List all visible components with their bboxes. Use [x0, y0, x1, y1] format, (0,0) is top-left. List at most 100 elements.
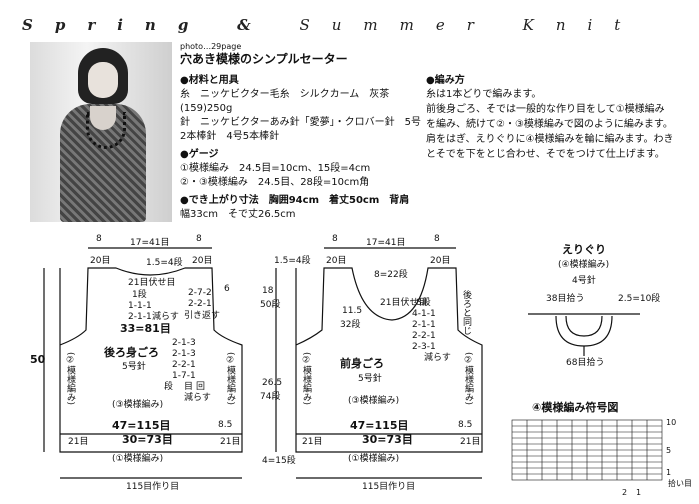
materials-heading: ●材料と用具 — [180, 75, 239, 86]
total-height: 50 — [30, 353, 46, 366]
collar-pattern: (④模様編み) — [558, 260, 610, 270]
front-reduce: 減らす — [424, 353, 451, 363]
back-body-name: 後ろ身ごろ — [104, 346, 159, 359]
back-width-low: 47=115目 — [112, 419, 171, 432]
back-dec-row-3: 2-2-1 — [172, 360, 196, 370]
back-neck-dec: 21目伏せ目 — [128, 278, 176, 288]
back-pattern1: (①模様編み) — [112, 454, 164, 464]
collar-needle: 4号針 — [572, 276, 596, 286]
chart-col-1: 1 — [636, 488, 642, 497]
back-dec-note: 減らす — [184, 393, 211, 403]
model-photo — [30, 42, 172, 222]
method-line-2: 前後身ごろ、そでは一般的な作り目をして①模様編み — [426, 104, 665, 115]
back-pattern2-right: (②模様編み) — [225, 352, 235, 406]
front-neck-row-5: 2-3-1 — [412, 342, 436, 352]
chart-note: 拾い目 — [668, 479, 692, 488]
back-shoulder-st: 20目 — [90, 256, 111, 266]
article-title: 穴あき模様のシンプルセーター — [180, 52, 348, 66]
symbol-chart-grid — [511, 419, 663, 481]
gauge-line-1: ①模様編み 24.5目=10cm、15段=4cm — [180, 163, 371, 174]
front-shoulder-cm-r: 8 — [434, 234, 440, 244]
size-line: 幅33cm そで丈26.5cm — [180, 209, 296, 220]
dim-18: 18 — [262, 286, 274, 296]
materials-line-2: (159)250g — [180, 103, 233, 114]
front-rows-low-r: 21目 — [460, 437, 481, 447]
materials-line-1: 糸 ニッケビクター毛糸 シルクカーム 灰茶 — [180, 89, 390, 100]
method-line-5: とそでを下をとじ合わせ、そでをつけて仕上げます。 — [426, 149, 665, 160]
method-line-3: を編み、続けて②・③模様編みで図のように編みます。 — [426, 119, 673, 130]
size-heading: ●でき上がり寸法 胸囲94cm 着丈50cm 背肩 — [180, 195, 410, 206]
back-neck-depth: 1.5=4段 — [146, 258, 183, 268]
back-dec-step-1: 段 — [164, 382, 174, 392]
back-width-base: 30=73目 — [122, 433, 173, 446]
header-amp: & — [237, 16, 273, 34]
front-neck-depth-b: 32段 — [340, 320, 361, 330]
back-dec-row-4: 1-7-1 — [172, 371, 196, 381]
front-width-low: 47=115目 — [350, 419, 409, 432]
back-shoulder-h: 6 — [224, 284, 230, 294]
necklace — [86, 112, 126, 149]
collar-pick-68: 68目拾う — [566, 358, 605, 368]
front-neck-row-3: 2-1-1 — [412, 320, 436, 330]
front-pattern2-left: (②模様編み) — [301, 352, 311, 406]
dim-4: 4=15段 — [262, 456, 296, 466]
chart-row-1: 1 — [666, 468, 672, 477]
chart-col-2: 2 — [622, 488, 628, 497]
front-pattern3: (③模様編み) — [348, 396, 400, 406]
front-shoulder-st-r: 20目 — [430, 256, 451, 266]
header-spring: Spring — [22, 16, 211, 34]
back-needle: 5号針 — [122, 362, 146, 372]
back-dec-step-3: 回 — [196, 382, 206, 392]
front-neck-depth: 11.5 — [342, 306, 363, 316]
back-pattern3: (③模様編み) — [112, 400, 164, 410]
collar-pick-38: 38目拾う — [546, 294, 585, 304]
collar-inner — [565, 315, 603, 337]
chart-row-5: 5 — [666, 446, 672, 455]
back-rows-low-r: 21目 — [220, 437, 241, 447]
front-body-outline — [295, 267, 483, 453]
front-neck-row-4: 2-2-1 — [412, 331, 436, 341]
back-neck-width: 17=41目 — [130, 238, 170, 248]
front-neck-width: 8=22段 — [374, 270, 408, 280]
back-pattern2-left: (②模様編み) — [65, 352, 75, 406]
back-width-mid: 33=81目 — [120, 322, 171, 335]
back-body-outline — [59, 267, 243, 453]
back-armhole-row-1: 2-7-2 — [188, 288, 212, 298]
materials-line-4: 2本棒針 4号5本棒針 — [180, 131, 280, 142]
back-neck-dec-b: 1段 — [132, 290, 147, 300]
back-return: 引き返す — [184, 311, 221, 321]
dim-26-5: 26.5 — [262, 378, 283, 388]
front-width-base: 30=73目 — [362, 433, 413, 446]
method-line-4: 肩をはぎ、えりぐりに④模様編みを輪に編みます。わき — [426, 134, 674, 145]
header-summer-knit: Summer Knit — [299, 16, 643, 34]
gauge-line-2: ②・③模様編み 24.5目、28段=10cm角 — [180, 177, 370, 188]
dim-18b: 50段 — [260, 300, 281, 310]
back-shoulder-cm-r: 8 — [196, 234, 202, 244]
model-face — [88, 62, 118, 98]
back-rows-low: 21目 — [68, 437, 89, 447]
front-body-name: 前身ごろ — [340, 357, 384, 370]
back-shoulder-cm: 8 — [96, 234, 102, 244]
front-rows-low: 21目 — [302, 437, 323, 447]
collar-depth: 2.5=10段 — [618, 294, 661, 304]
front-pattern1: (①模様編み) — [348, 454, 400, 464]
collar-outline — [555, 315, 613, 347]
magazine-header: Spring & Summer Knit — [22, 16, 682, 38]
back-shoulder-st-r: 20目 — [192, 256, 213, 266]
chart-row-10: 10 — [666, 418, 677, 427]
front-neck-dec: 21目伏せ目 — [380, 298, 428, 308]
dim-1-5: 1.5=4段 — [274, 256, 311, 266]
front-neck-row-1: 8段 — [416, 298, 431, 308]
front-rows-8-5: 8.5 — [458, 420, 473, 430]
back-neck-row-2: 2-1-1 — [128, 312, 152, 322]
back-dec-row-2: 2-1-3 — [172, 349, 196, 359]
front-neck-width-top: 17=41目 — [366, 238, 406, 248]
back-dec-step-2: 目 — [184, 382, 194, 392]
front-same: 後ろと同じ — [461, 290, 471, 335]
front-needle: 5号針 — [358, 374, 382, 384]
back-neck-reduce: 減らす — [152, 312, 179, 322]
gauge-heading: ●ゲージ — [180, 149, 219, 160]
front-shoulder-st: 20目 — [326, 256, 347, 266]
back-neck-row-1: 1-1-1 — [128, 301, 152, 311]
